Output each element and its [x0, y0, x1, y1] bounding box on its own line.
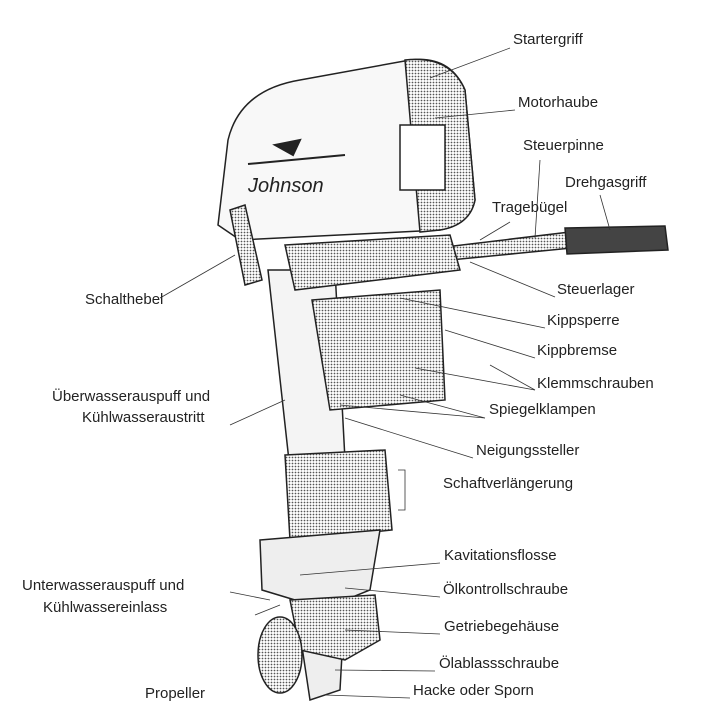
propeller [257, 616, 303, 694]
throttle-grip [564, 225, 669, 255]
label-motorhaube: Motorhaube [518, 94, 599, 111]
label-steuerpinne: Steuerpinne [523, 137, 604, 154]
label-kippsperre: Kippsperre [547, 312, 620, 329]
gear-housing [289, 594, 381, 661]
label-spiegelklampen: Spiegelklampen [489, 401, 596, 418]
label-ueberwasser-line2: Kühlwasseraustritt [82, 409, 205, 426]
label-ueberwasser-line1: Überwasserauspuff und [52, 388, 211, 405]
brand-text: Johnson [247, 175, 324, 197]
label-klemmschrauben: Klemmschrauben [537, 375, 654, 392]
decal [399, 124, 446, 191]
transom-bracket [311, 289, 446, 411]
label-getriebegehaeuse: Getriebegehäuse [444, 618, 560, 635]
brand-logo-icon [272, 138, 302, 157]
label-unterwasser-line2: Kühlwassereinlass [43, 599, 168, 616]
label-hacke-oder-sporn: Hacke oder Sporn [413, 682, 534, 699]
label-neigungssteller: Neigungssteller [476, 442, 580, 459]
label-propeller: Propeller [145, 685, 206, 702]
label-drehgasgriff: Drehgasgriff [565, 174, 647, 191]
carry-handle [284, 234, 461, 291]
shaft-extension [284, 449, 393, 541]
leader-lines [159, 47, 611, 699]
shift-lever [229, 204, 263, 286]
label-schalthebel: Schalthebel [85, 291, 164, 308]
label-schaftverlaengerung: Schaftverlängerung [443, 475, 574, 492]
label-startergriff: Startergriff [513, 31, 583, 48]
label-steuerlager: Steuerlager [557, 281, 635, 298]
label-kippbremse: Kippbremse [537, 342, 618, 359]
label-oelablassschraube: Ölablassschraube [439, 655, 560, 672]
label-unterwasser-line1: Unterwasserauspuff und [22, 577, 185, 594]
label-tragebuegel: Tragebügel [492, 199, 568, 216]
label-oelkontrollschraube: Ölkontrollschraube [443, 581, 569, 598]
label-kavitationsflosse: Kavitationsflosse [444, 547, 557, 564]
